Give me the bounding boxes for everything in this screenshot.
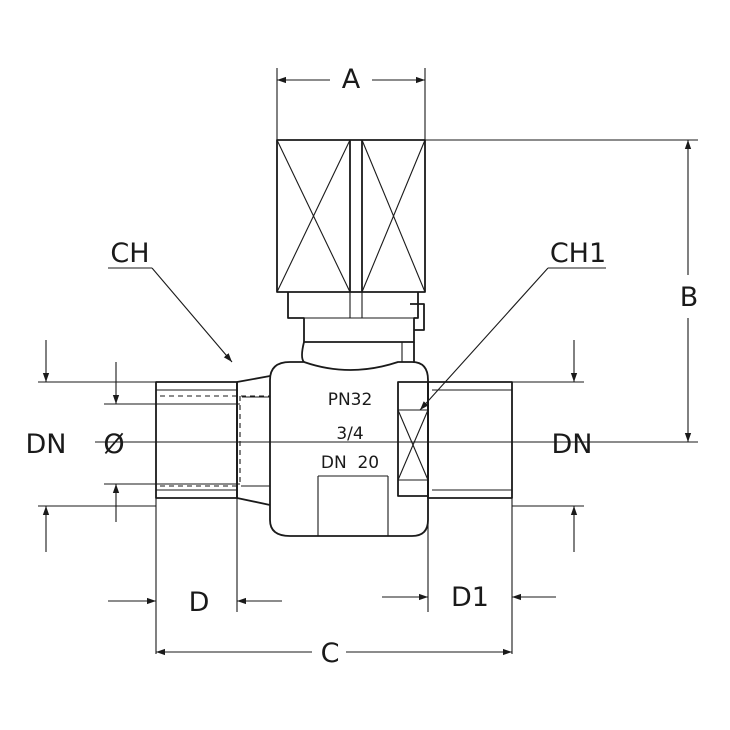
- handle: [276, 139, 426, 293]
- body-marking-pressure: PN32: [328, 390, 373, 410]
- body-marking-nominal: DN 20: [321, 453, 379, 473]
- label-diameter: Ø: [103, 429, 124, 460]
- label-DN-right: DN: [552, 429, 593, 460]
- dimension-B: [425, 139, 698, 443]
- label-D1: D1: [451, 582, 489, 613]
- dimension-diameter: [104, 362, 240, 522]
- dimension-DN-left: [38, 340, 156, 552]
- valve-body: [236, 361, 429, 537]
- body-marking-size: 3/4: [336, 424, 363, 444]
- dimension-A: [276, 68, 426, 140]
- leader-CH: [108, 267, 233, 363]
- left-threaded-end: [155, 381, 270, 499]
- dimension-DN-right: [512, 340, 584, 552]
- dimension-label-B: B: [680, 282, 699, 313]
- label-DN-left: DN: [26, 429, 67, 460]
- dimension-D: [108, 498, 282, 654]
- dimension-label-A: A: [342, 64, 361, 95]
- label-CH1: CH1: [550, 238, 606, 269]
- label-D: D: [189, 587, 210, 618]
- leader-CH1: [419, 267, 606, 411]
- stem: [287, 292, 425, 363]
- right-end: [427, 381, 513, 499]
- dimension-D1: [382, 498, 556, 654]
- label-CH: CH: [110, 238, 149, 269]
- label-C: C: [321, 638, 340, 669]
